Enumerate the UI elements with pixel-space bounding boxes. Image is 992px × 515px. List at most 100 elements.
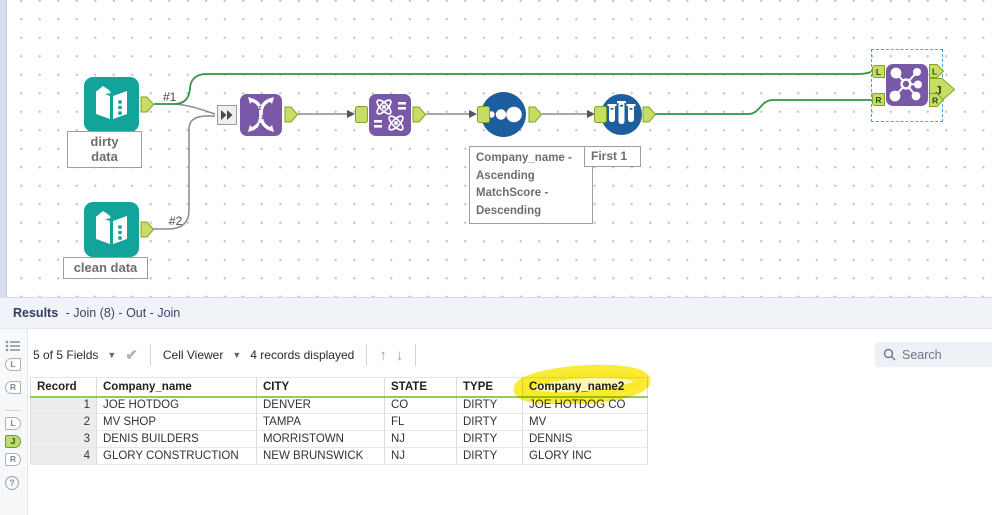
fuzzy-match-tool[interactable]: z z z <box>239 93 283 142</box>
data-cell[interactable]: DIRTY <box>456 396 523 414</box>
column-header-Company_name2[interactable]: Company_name2 <box>522 377 648 398</box>
connection-1-label: #1 <box>163 90 177 104</box>
data-cell[interactable]: DIRTY <box>456 447 523 465</box>
data-cell[interactable]: DIRTY <box>456 413 523 431</box>
column-header-STATE[interactable]: STATE <box>384 377 457 398</box>
data-cell[interactable]: MORRISTOWN <box>256 430 385 448</box>
fuzzy-match-input-anchor[interactable] <box>217 105 237 130</box>
record-number-cell[interactable]: 1 <box>30 396 97 414</box>
toolbar-divider <box>366 344 368 366</box>
rail-output-R-button[interactable]: R <box>5 453 21 466</box>
rail-output-L-button[interactable]: L <box>5 417 21 430</box>
data-cell[interactable]: DENVER <box>256 396 385 414</box>
data-cell[interactable]: GLORY CONSTRUCTION <box>96 447 257 465</box>
data-cell[interactable]: DIRTY <box>456 430 523 448</box>
dirty-data-annotation[interactable]: dirty data <box>67 131 142 168</box>
clean-output-anchor[interactable] <box>140 221 155 243</box>
connection-2-label: #2 <box>169 214 183 228</box>
rail-input-R-button[interactable]: R <box>5 381 21 394</box>
sort-annotation[interactable]: Company_name - Ascending MatchScore - De… <box>469 146 593 224</box>
data-cell[interactable]: JOE HOTDOG <box>96 396 257 414</box>
rail-output-J-button[interactable]: J <box>5 435 21 448</box>
search-icon <box>883 348 896 361</box>
results-left-rail: L R L J R ? <box>0 329 28 515</box>
search-input[interactable] <box>902 347 982 362</box>
sample-icon <box>601 94 642 135</box>
column-header-Company_name[interactable]: Company_name <box>96 377 257 398</box>
apply-checkmark-icon[interactable]: ✔ <box>125 347 138 364</box>
svg-text:L: L <box>932 67 937 77</box>
sample-tool[interactable] <box>600 93 643 141</box>
data-cell[interactable]: DENNIS <box>522 430 648 448</box>
move-up-arrow-icon[interactable]: ↑ <box>379 346 387 364</box>
input-data-tool-clean[interactable] <box>83 201 140 263</box>
join-input-R-anchor[interactable]: R <box>872 93 885 106</box>
wire-dirty-to-join-L <box>175 71 872 105</box>
wire-clean-to-fuzzy <box>148 115 215 230</box>
sort-input-anchor[interactable] <box>477 106 490 128</box>
data-cell[interactable]: CO <box>384 396 457 414</box>
fields-dropdown[interactable]: 5 of 5 Fields <box>33 348 99 362</box>
fuzzy-match-output-anchor[interactable] <box>284 106 299 128</box>
input-data-icon <box>84 77 139 132</box>
help-icon[interactable]: ? <box>5 476 19 490</box>
make-group-output-anchor[interactable] <box>412 106 427 128</box>
data-cell[interactable]: TAMPA <box>256 413 385 431</box>
input-data-tool-dirty[interactable] <box>83 76 140 138</box>
join-icon <box>886 64 928 106</box>
toolbar-divider <box>149 344 151 366</box>
results-title: Results <box>13 306 59 320</box>
wire-sample-to-join-R <box>655 99 871 115</box>
fuzzy-match-icon: z z z <box>240 94 282 136</box>
dirty-output-anchor[interactable] <box>140 96 155 118</box>
join-output-R-anchor[interactable]: R <box>929 93 945 113</box>
results-panel-header: Results - Join (8) - Out - Join <box>0 297 992 329</box>
join-output-L-anchor[interactable]: L <box>929 64 945 84</box>
rail-input-L-button[interactable]: L <box>5 358 21 371</box>
data-cell[interactable]: GLORY INC <box>522 447 648 465</box>
search-box[interactable] <box>875 342 992 367</box>
clean-data-annotation[interactable]: clean data <box>63 257 148 279</box>
fields-dropdown-caret-icon[interactable]: ▼ <box>107 350 117 360</box>
record-number-cell[interactable]: 4 <box>30 447 97 465</box>
column-header-CITY[interactable]: CITY <box>256 377 385 398</box>
record-number-cell[interactable]: 3 <box>30 430 97 448</box>
data-cell[interactable]: NJ <box>384 430 457 448</box>
record-number-cell[interactable]: 2 <box>30 413 97 431</box>
wire-dirty-to-fuzzy <box>175 103 216 115</box>
column-header-TYPE[interactable]: TYPE <box>456 377 523 398</box>
metadata-list-icon[interactable] <box>5 339 22 353</box>
sample-output-anchor[interactable] <box>642 106 657 128</box>
workflow-canvas[interactable]: #1 #2 dirty data clean data <box>0 0 992 297</box>
data-cell[interactable]: MV SHOP <box>96 413 257 431</box>
cell-viewer-caret-icon[interactable]: ▼ <box>232 350 242 360</box>
data-cell[interactable]: FL <box>384 413 457 431</box>
cell-viewer-dropdown[interactable]: Cell Viewer <box>162 348 224 362</box>
make-group-input-anchor[interactable] <box>355 106 368 128</box>
sort-output-anchor[interactable] <box>528 106 543 128</box>
data-cell[interactable]: MV <box>522 413 648 431</box>
sample-annotation[interactable]: First 1 <box>584 146 641 167</box>
data-cell[interactable]: NEW BRUNSWICK <box>256 447 385 465</box>
sample-input-anchor[interactable] <box>594 106 607 128</box>
join-tool[interactable] <box>885 63 929 112</box>
join-input-L-anchor[interactable]: L <box>872 65 885 78</box>
canvas-left-scrollbar[interactable] <box>0 0 7 297</box>
svg-text:R: R <box>932 96 938 106</box>
make-group-tool[interactable] <box>368 93 412 142</box>
data-cell[interactable]: JOE HOTDOG CO <box>522 396 648 414</box>
move-down-arrow-icon[interactable]: ↓ <box>395 346 404 364</box>
column-header-Record[interactable]: Record <box>30 377 97 398</box>
results-panel: L R L J R ? 5 of 5 Fields ▼ ✔ Cell Viewe… <box>0 329 992 515</box>
results-subtitle: - Join (8) - Out - Join <box>65 306 181 320</box>
svg-text:z: z <box>261 114 265 121</box>
data-cell[interactable]: NJ <box>384 447 457 465</box>
data-cell[interactable]: DENIS BUILDERS <box>96 430 257 448</box>
